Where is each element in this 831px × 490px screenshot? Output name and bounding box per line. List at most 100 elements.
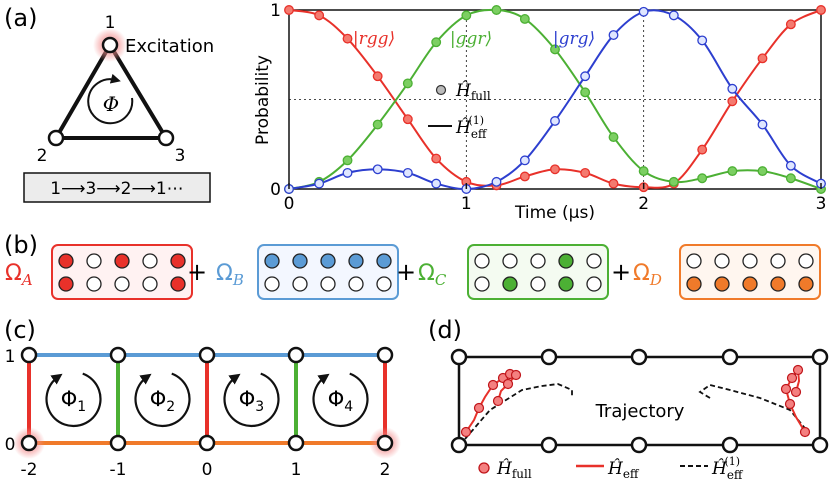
omega-site <box>264 253 280 269</box>
omega-site <box>558 276 574 292</box>
traj-legend-full-marker <box>478 462 490 474</box>
omega-label-2: ΩC <box>418 261 447 289</box>
trajectory-point <box>786 372 798 384</box>
traj-legend-eff1-label: Ĥeff(1) <box>711 455 744 482</box>
series-point-2 <box>727 83 738 94</box>
ladder-x-label: 1 <box>291 460 302 480</box>
ladder-node <box>20 434 38 452</box>
trajectory-node <box>811 348 829 366</box>
plus-sign: + <box>611 258 631 286</box>
omega-site <box>348 253 364 269</box>
triangle-edges <box>54 43 168 140</box>
omega-site <box>292 253 308 269</box>
series-point-2 <box>757 119 768 130</box>
legend-full-label: Ĥfull <box>455 80 491 103</box>
trajectory-point <box>460 426 472 438</box>
trajectory-node <box>811 436 829 454</box>
chart-points <box>284 5 826 194</box>
trajectory-node <box>540 436 558 454</box>
omega-site <box>58 253 74 269</box>
series-point-0 <box>372 71 383 82</box>
triangle-node-1-label: 1 <box>105 13 116 33</box>
omega-site <box>86 253 102 269</box>
trajectory-node <box>540 348 558 366</box>
traj-legend-full-label: Ĥfull <box>496 458 532 481</box>
series-point-0 <box>580 167 591 178</box>
triangle-node-2-label: 2 <box>37 146 48 166</box>
series-point-2 <box>697 35 708 46</box>
series-point-0 <box>342 33 353 44</box>
series-point-2 <box>608 30 619 41</box>
sequence-box <box>23 172 211 203</box>
series-point-0 <box>550 164 560 175</box>
ladder-node <box>198 346 216 364</box>
series-point-1 <box>402 78 413 89</box>
series-point-1 <box>638 166 649 177</box>
ladder-node <box>109 346 127 364</box>
omega-site <box>502 276 518 292</box>
omega-site <box>320 276 336 292</box>
trajectory-point <box>799 426 811 438</box>
omega-site <box>686 253 702 269</box>
series-point-0 <box>697 144 708 155</box>
omega-site <box>320 253 336 269</box>
omega-site <box>714 253 730 269</box>
plus-sign: + <box>396 258 416 286</box>
series-label-grg: |grg⟩ <box>553 29 595 49</box>
omega-site <box>474 276 490 292</box>
chart-xtick-label: 2 <box>638 194 649 214</box>
omega-site <box>376 253 392 269</box>
ladder-flux-arrow <box>45 372 102 428</box>
trajectory-point <box>510 369 522 381</box>
series-point-1 <box>668 176 679 187</box>
series-point-2 <box>491 176 502 187</box>
trajectory-eff-right <box>784 367 806 433</box>
omega-site <box>770 253 786 269</box>
series-point-2 <box>431 178 442 189</box>
series-point-2 <box>372 164 383 175</box>
ladder-flux-arrow <box>134 372 191 428</box>
chart-legend: Ĥfull Ĥeff(1) <box>428 80 491 141</box>
trajectory-node <box>450 348 468 366</box>
series-point-1 <box>727 166 738 177</box>
series-point-1 <box>519 14 530 24</box>
ladder-node <box>287 346 305 364</box>
omega-site <box>586 276 602 292</box>
omega-site <box>348 276 364 292</box>
series-point-1 <box>757 166 768 177</box>
chart-ytick-label: 1 <box>270 1 281 21</box>
ladder-y-label: 0 <box>5 435 16 455</box>
sequence-text: 1⟶3⟶2⟶1⋯ <box>50 179 183 199</box>
trajectory-node <box>721 436 739 454</box>
series-point-0 <box>757 53 768 64</box>
ladder-node <box>109 434 127 452</box>
series-point-1 <box>785 173 796 184</box>
series-point-1 <box>461 10 472 21</box>
omega-site <box>86 276 102 292</box>
triangle-node-1 <box>101 36 119 54</box>
ladder-node <box>376 346 394 364</box>
omega-site <box>558 253 574 269</box>
series-point-0 <box>519 171 530 182</box>
legend-full-marker <box>435 84 447 96</box>
omega-site <box>142 276 158 292</box>
series-point-2 <box>668 10 679 21</box>
chart-ylabel: Probability <box>253 55 273 145</box>
omega-site <box>502 253 518 269</box>
ladder-flux-label: Φ3 <box>239 387 264 415</box>
trajectory-eff1-right <box>698 384 809 433</box>
omega-site <box>58 276 74 292</box>
excitation-label: Excitation <box>125 36 214 57</box>
triangle-diagram: 1 2 3 Excitation Φ 1⟶3⟶2⟶1⋯ <box>23 13 214 203</box>
omega-site <box>686 276 702 292</box>
ladder-flux-label: Φ4 <box>328 387 354 415</box>
series-point-2 <box>580 71 591 82</box>
series-point-0 <box>314 10 325 21</box>
ladder-flux-arrow <box>223 372 280 428</box>
plus-sign: + <box>187 258 207 286</box>
series-point-0 <box>402 114 413 125</box>
